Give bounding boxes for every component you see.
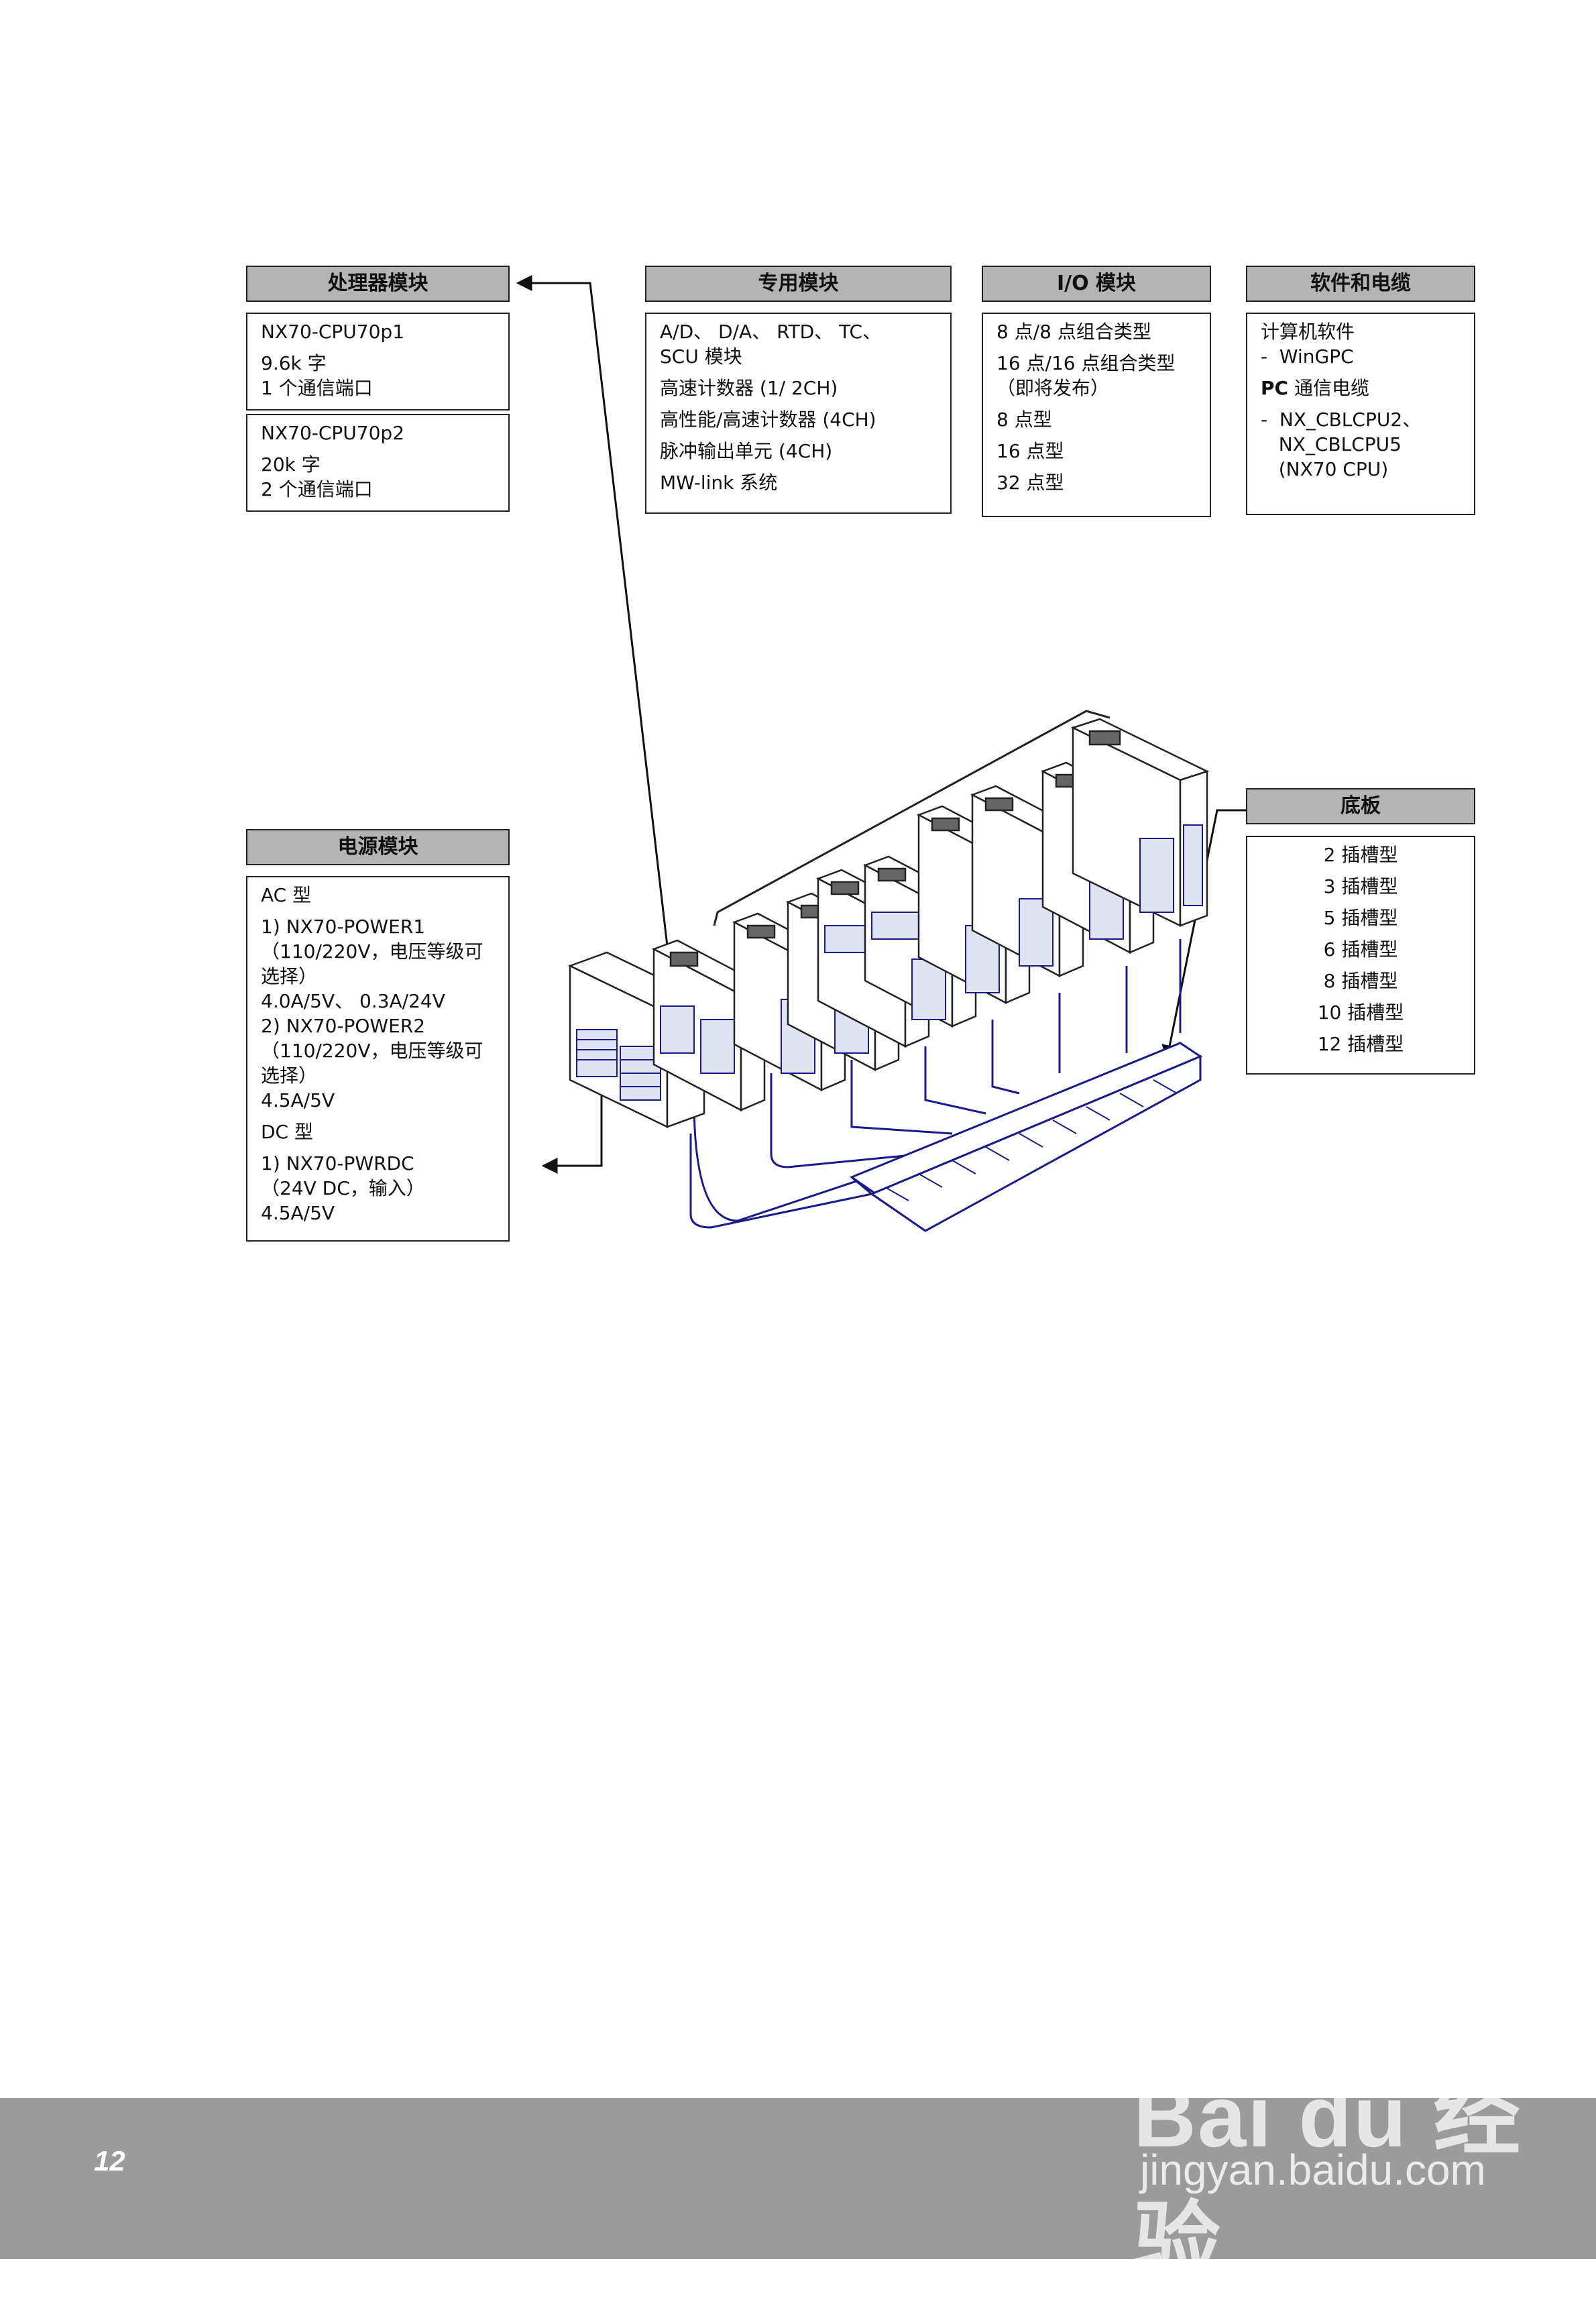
special-item: MW-link 系统 [660, 472, 778, 494]
pc-cable-label: PC 通信电缆 [1261, 376, 1461, 400]
io-item: 8 点型 [996, 408, 1052, 431]
power2-model: 2) NX70-POWER2 [261, 1015, 426, 1037]
power2-output: 4.5A/5V [261, 1089, 335, 1111]
baidu-watermark-logo: Bai du 经验 [1133, 2067, 1522, 2291]
backplane-item: 6 插槽型 [1323, 938, 1398, 961]
power-box: AC 型 1) NX70-POWER1 （110/220V，电压等级可 选择） … [246, 876, 510, 1242]
backplane-item: 12 插槽型 [1317, 1033, 1404, 1055]
backplane-item: 2 插槽型 [1323, 844, 1398, 866]
special-item: A/D、 D/A、 RTD、 TC、 [660, 321, 882, 343]
cpu1-model: NX70-CPU70p1 [261, 321, 405, 343]
software-box: 计算机软件 - WinGPC PC 通信电缆 - NX_CBLCPU2、 NX_… [1246, 313, 1475, 515]
cpu1-ports: 1 个通信端口 [261, 377, 373, 399]
backplane-header: 底板 [1246, 788, 1475, 824]
cable-item: - NX_CBLCPU2、 [1261, 408, 1422, 431]
cable-item: NX_CBLCPU5 [1261, 433, 1402, 455]
backplane-rail [850, 1042, 1203, 1232]
special-box: A/D、 D/A、 RTD、 TC、 SCU 模块 高速计数器 (1/ 2CH)… [645, 313, 952, 514]
software-header: 软件和电缆 [1246, 266, 1475, 302]
power1-spec: （110/220V，电压等级可 [261, 940, 483, 963]
io-header: I/O 模块 [982, 266, 1211, 302]
module-cables [689, 939, 1182, 1229]
processor-cpu2-box: NX70-CPU70p2 20k 字 2 个通信端口 [246, 414, 510, 512]
cpu1-memory: 9.6k 字 [261, 352, 327, 374]
io-item: （即将发布） [996, 377, 1110, 399]
cpu2-memory: 20k 字 [261, 453, 321, 476]
backplane-box: 2 插槽型 3 插槽型 5 插槽型 6 插槽型 8 插槽型 10 插槽型 12 … [1246, 836, 1475, 1075]
power1-output: 4.0A/5V、 0.3A/24V [261, 990, 445, 1012]
special-item: SCU 模块 [660, 345, 742, 368]
backplane-item: 8 插槽型 [1323, 970, 1398, 992]
processor-cpu1-box: NX70-CPU70p1 9.6k 字 1 个通信端口 [246, 313, 510, 411]
power2-spec: （110/220V，电压等级可 [261, 1040, 483, 1062]
io-item: 32 点型 [996, 472, 1064, 494]
dc-type: DC 型 [261, 1121, 314, 1143]
pwrdc-model: 1) NX70-PWRDC [261, 1152, 414, 1174]
pwrdc-spec: （24V DC，输入） [261, 1177, 425, 1199]
io-module-5 [1070, 718, 1210, 927]
power-connector [541, 1083, 603, 1174]
backplane-item: 5 插槽型 [1323, 907, 1398, 929]
special-item: 高速计数器 (1/ 2CH) [660, 377, 838, 399]
special-item: 脉冲输出单元 (4CH) [660, 440, 833, 462]
page-footer [0, 2098, 1596, 2259]
page-number: 12 [94, 2145, 125, 2177]
cpu-module [651, 939, 767, 1112]
io-item: 16 点/16 点组合类型 [996, 352, 1176, 374]
cpu2-ports: 2 个通信端口 [261, 478, 373, 500]
software-wingpc: - WinGPC [1261, 345, 1354, 368]
backplane-item: 10 插槽型 [1317, 1001, 1404, 1024]
power-header: 电源模块 [246, 829, 510, 865]
special-header: 专用模块 [645, 266, 952, 302]
power1-model: 1) NX70-POWER1 [261, 916, 426, 938]
processor-header: 处理器模块 [246, 266, 510, 302]
backplane-item: 3 插槽型 [1323, 875, 1398, 897]
pc-rest: 通信电缆 [1288, 377, 1369, 399]
cpu2-model: NX70-CPU70p2 [261, 422, 405, 444]
io-box: 8 点/8 点组合类型 16 点/16 点组合类型 （即将发布） 8 点型 16… [982, 313, 1211, 517]
io-item: 16 点型 [996, 440, 1064, 462]
backplane-connector [1161, 809, 1247, 1062]
software-label: 计算机软件 [1261, 321, 1355, 343]
special-item: 高性能/高速计数器 (4CH) [660, 408, 876, 431]
cable-item: (NX70 CPU) [1261, 458, 1389, 480]
module-group-bracket [713, 710, 1110, 926]
pwrdc-output: 4.5A/5V [261, 1202, 335, 1224]
io-item: 8 点/8 点组合类型 [996, 321, 1151, 343]
power2-spec: 选择） [261, 1064, 318, 1087]
ac-type: AC 型 [261, 884, 312, 906]
processor-connector [516, 275, 669, 946]
power1-spec: 选择） [261, 965, 318, 987]
baidu-watermark-url: jingyan.baidu.com [1140, 2146, 1486, 2194]
pc-bold: PC [1261, 377, 1289, 399]
